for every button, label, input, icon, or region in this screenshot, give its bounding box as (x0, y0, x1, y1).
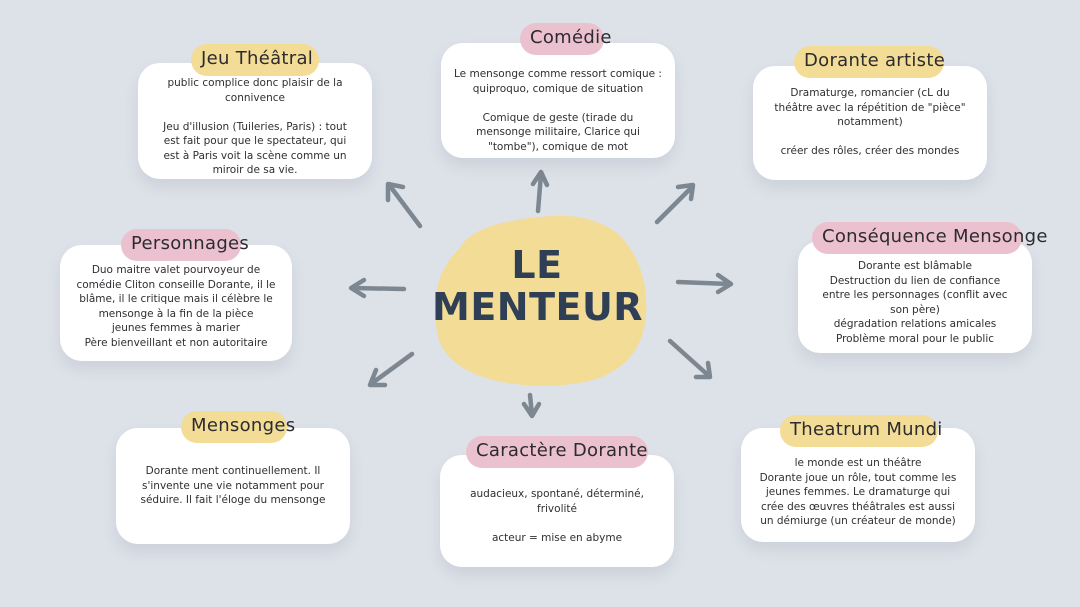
node-body: public complice donc plaisir de la conni… (163, 77, 347, 176)
node-card-personnages: Duo maitre valet pourvoyeur de comédie C… (60, 245, 292, 361)
node-body: Dramaturge, romancier (cL du théâtre ave… (774, 87, 966, 157)
node-body: Le mensonge comme ressort comique : quip… (454, 68, 662, 153)
node-body: le monde est un théâtre Dorante joue un … (759, 457, 957, 527)
arrow-to-dorante-artiste (654, 182, 696, 225)
node-card-caractere-dorante: audacieux, spontané, déterminé, frivolit… (440, 455, 674, 567)
node-body: Dorante est blâmable Destruction du lien… (822, 260, 1008, 345)
arrow-to-jeu-theatral (385, 181, 423, 229)
arrow-to-mensonges (367, 351, 415, 388)
central-topic: LE MENTEUR (432, 243, 644, 329)
node-card-jeu-theatral: public complice donc plaisir de la conni… (138, 63, 372, 179)
arrow-to-comedie (530, 169, 550, 214)
node-body: Duo maitre valet pourvoyeur de comédie C… (76, 264, 276, 349)
node-card-theatrum-mundi: le monde est un théâtre Dorante joue un … (741, 428, 975, 542)
arrow-to-caractere-dorante (521, 392, 542, 419)
node-card-dorante-artiste: Dramaturge, romancier (cL du théâtre ave… (753, 66, 987, 180)
arrow-to-theatrum-mundi (667, 338, 713, 380)
node-card-mensonges: Dorante ment continuellement. Il s'inven… (116, 428, 350, 544)
node-title-caractere-dorante: Caractère Dorante (466, 436, 648, 468)
node-body: Dorante ment continuellement. Il s'inven… (140, 465, 326, 506)
node-title-mensonges: Mensonges (181, 411, 295, 443)
central-blob (435, 215, 647, 386)
arrow-to-personnages (348, 277, 407, 299)
arrow-to-consequence-mensonge (675, 272, 734, 295)
node-card-consequence-mensonge: Dorante est blâmable Destruction du lien… (798, 241, 1032, 353)
node-title-comedie: Comédie (520, 23, 611, 55)
node-title-consequence-mensonge: Conséquence Mensonge (812, 222, 1047, 254)
node-body: audacieux, spontané, déterminé, frivolit… (470, 488, 644, 544)
node-card-comedie: Le mensonge comme ressort comique : quip… (441, 43, 675, 158)
central-title-line1: LE (511, 243, 563, 287)
central-title-line2: MENTEUR (432, 285, 644, 329)
node-title-jeu-theatral: Jeu Théâtral (191, 44, 319, 76)
node-title-personnages: Personnages (121, 229, 249, 261)
node-title-theatrum-mundi: Theatrum Mundi (780, 415, 942, 447)
node-title-dorante-artiste: Dorante artiste (794, 46, 945, 78)
